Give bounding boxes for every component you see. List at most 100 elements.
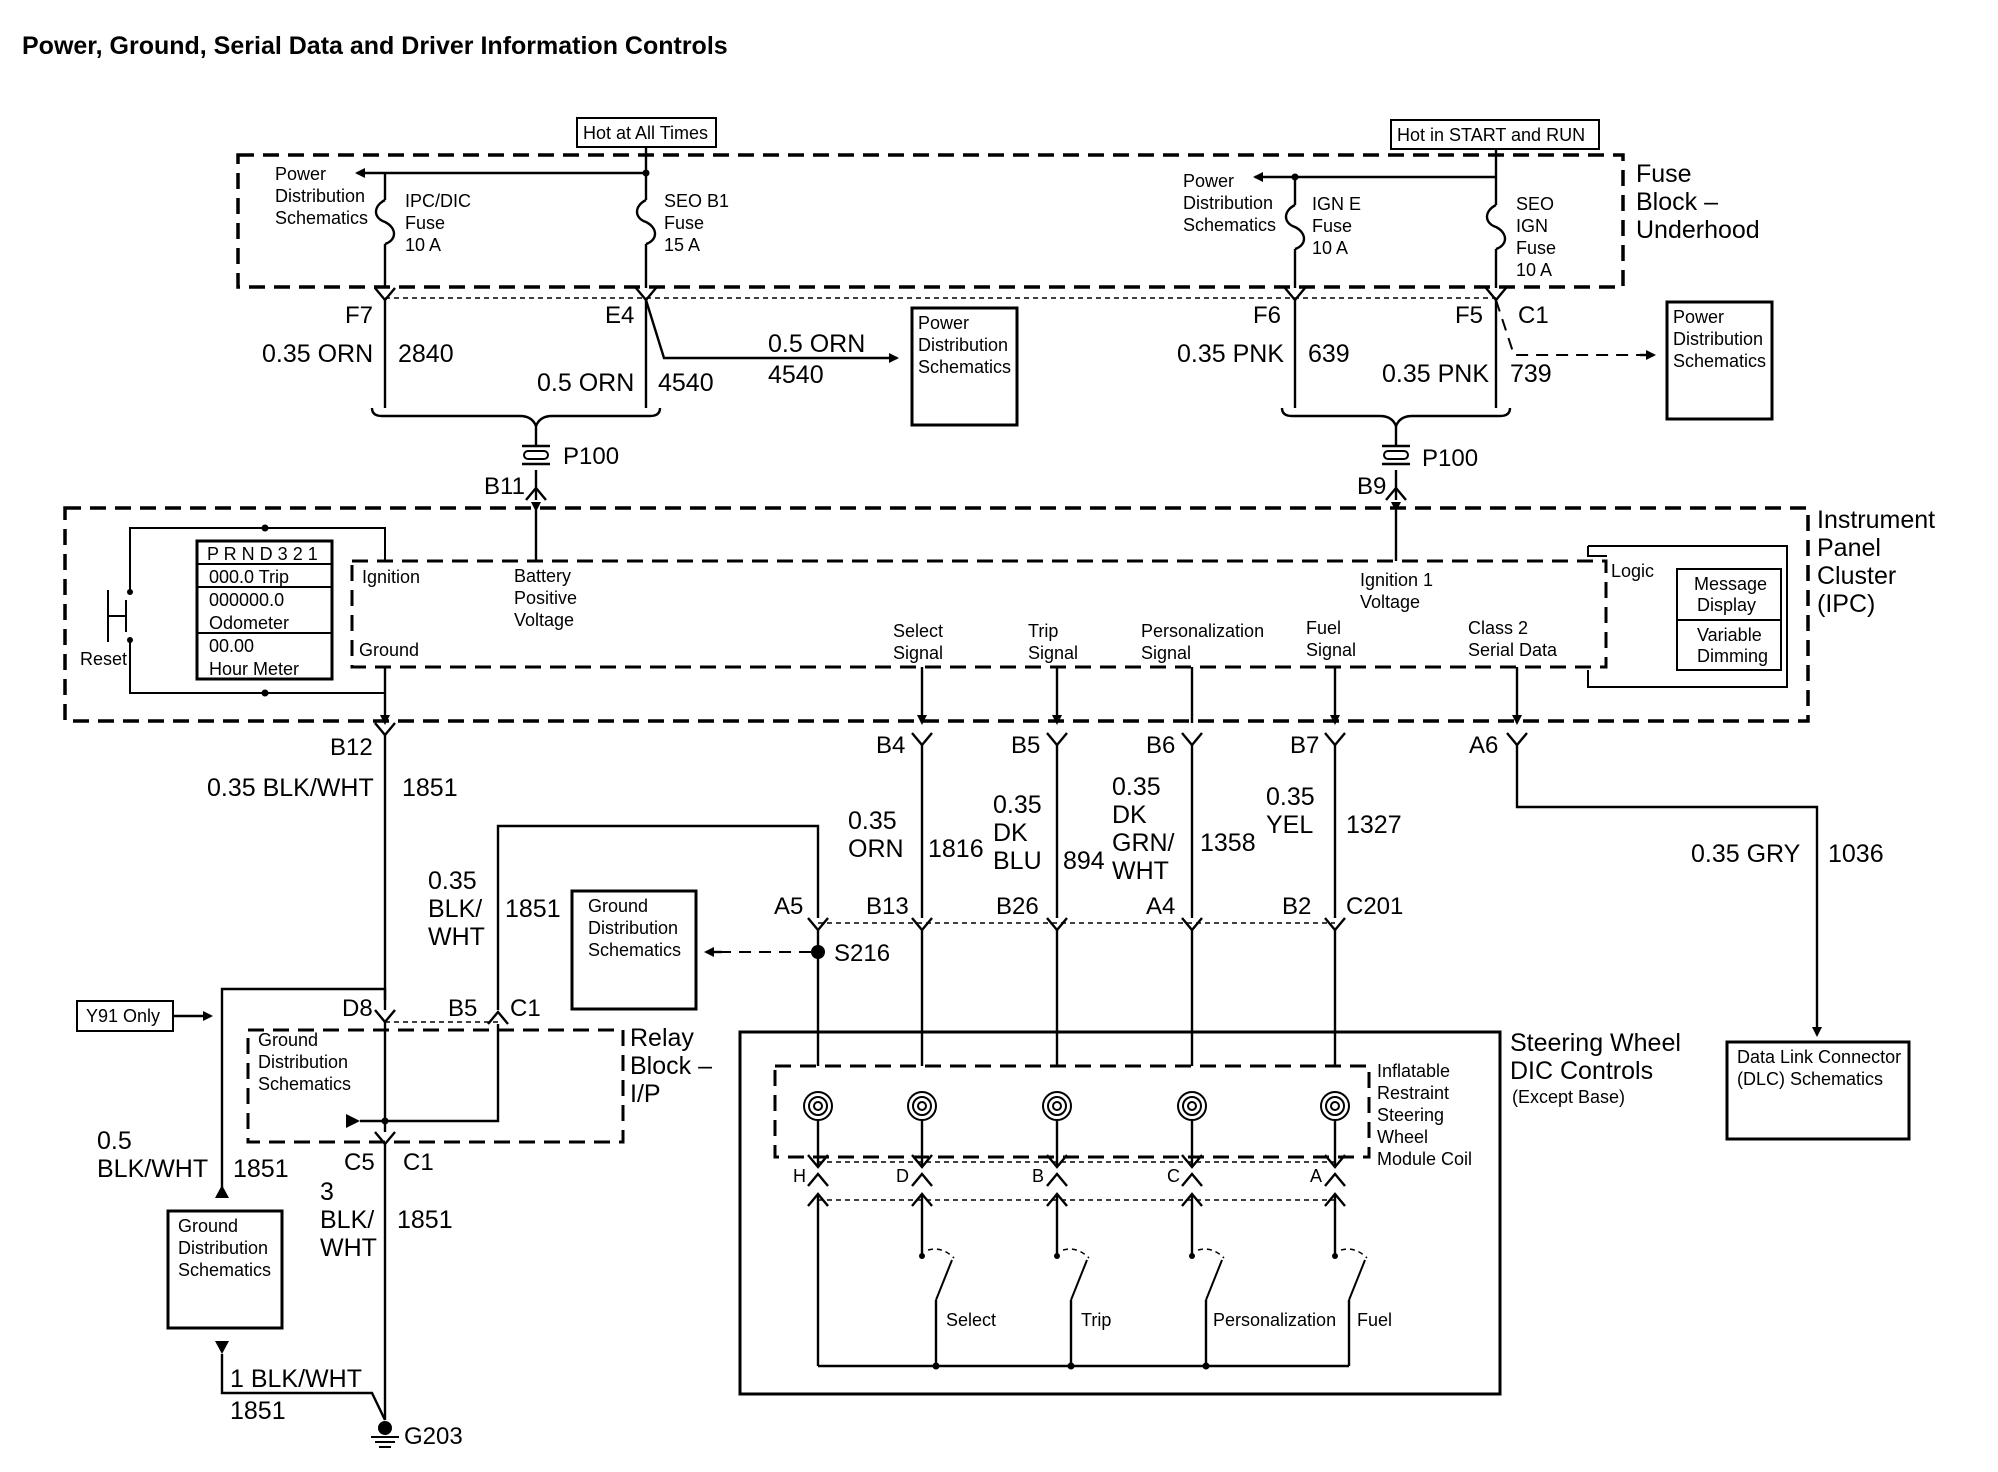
fuse-ign-e-3: 10 A [1312,238,1348,258]
wire-1851-left-circuit: 1851 [233,1155,289,1183]
pin-c1-low: C1 [403,1149,434,1176]
pin-d8: D8 [342,995,373,1022]
odometer-value: 000000.0 [209,590,284,610]
pin-b2: B2 [1282,893,1311,920]
battery-voltage-1: Battery [514,566,571,586]
coil-label-4: Wheel [1377,1127,1428,1147]
ground-g203-symbol [371,1421,399,1448]
coil-label-5: Module Coil [1377,1149,1472,1169]
p100-connector-right [1382,444,1410,466]
fuse-ipc-3: 10 A [405,235,441,255]
pin-c5: C5 [344,1149,375,1176]
p100-connector-left [522,444,550,466]
fuse-ign-e-2: Fuse [1312,216,1352,236]
pin-a: A [1310,1166,1322,1186]
fuse-seo-ign-2: IGN [1516,216,1548,236]
wire-1851-low-color-1: BLK/ [320,1206,374,1234]
pin-a6: A6 [1469,732,1498,759]
fuse-seo-b1-1: SEO B1 [664,191,729,211]
wire-1358-color-3: WHT [1112,857,1169,885]
trip-switch-label: Trip [1081,1310,1111,1330]
pin-b5-relay: B5 [448,995,477,1022]
wire-1851-mid-circuit: 1851 [505,895,561,923]
p100-label-right: P100 [1422,445,1478,472]
pds-box-mid-1: Power [918,313,969,333]
clockspring-coil-h [803,1091,833,1121]
gds-box-mid-3: Schematics [588,940,681,960]
gds-box-mid-1: Ground [588,896,648,916]
trip-readout: 000.0 Trip [209,567,289,587]
pds-box-right-3: Schematics [1673,351,1766,371]
prnd-label: P R N D 3 2 1 [207,544,318,564]
wire-4540-branch-circuit: 4540 [768,361,824,389]
pds-left-2: Distribution [275,186,365,206]
wire-4540-gauge: 0.5 ORN [537,369,634,397]
ign1-voltage-2: Voltage [1360,592,1420,612]
message-display-2: Display [1697,595,1756,615]
pin-c1-fuse: C1 [1518,302,1549,329]
pin-b26: B26 [996,893,1039,920]
pin-s216: S216 [834,940,890,967]
pin-h: H [793,1166,806,1186]
pds-box-mid-2: Distribution [918,335,1008,355]
s216-splice [811,945,825,959]
wire-894-color-2: BLU [993,847,1042,875]
select-signal-2: Signal [893,643,943,663]
logic-label: Logic [1611,561,1654,581]
wire-1816-circuit: 1816 [928,835,984,863]
wire-739-circuit: 739 [1510,360,1552,388]
wire-1327-gauge: 0.35 [1266,783,1315,811]
pin-g203: G203 [404,1423,463,1450]
wire-639-gauge: 0.35 PNK [1177,340,1284,368]
wire-1358-gauge: 0.35 [1112,773,1161,801]
wire-1358-color-2: GRN/ [1112,829,1175,857]
select-switch [919,1248,955,1366]
trip-signal-1: Trip [1028,621,1058,641]
wire-894-circuit: 894 [1063,847,1105,875]
ipc-label-4: (IPC) [1817,590,1875,618]
pin-c201: C201 [1346,893,1403,920]
pin-f6: F6 [1253,302,1281,329]
trip-signal-2: Signal [1028,643,1078,663]
personalization-signal-1: Personalization [1141,621,1264,641]
ignition-label: Ignition [362,567,420,587]
wire-2840-gauge: 0.35 ORN [262,340,373,368]
pin-f7: F7 [345,302,373,329]
message-display-1: Message [1694,574,1767,594]
pin-d: D [896,1166,909,1186]
relay-block-3: I/P [630,1080,661,1108]
pin-a4: A4 [1146,893,1175,920]
reset-button [107,590,127,642]
fuel-signal-2: Signal [1306,640,1356,660]
personalization-signal-2: Signal [1141,643,1191,663]
pin-b12: B12 [330,734,373,761]
trip-switch [1054,1248,1090,1366]
wire-1851-ground-circuit: 1851 [230,1397,286,1425]
wire-1036-circuit: 1036 [1828,840,1884,868]
pds-left-1: Power [275,164,326,184]
fuse-block-label-2: Block – [1636,188,1718,216]
wire-1327-circuit: 1327 [1346,811,1402,839]
dlc-label-1: Data Link Connector [1737,1047,1901,1067]
fuse-ipc-1: IPC/DIC [405,191,471,211]
class2-data-1: Class 2 [1468,618,1528,638]
pin-b13: B13 [866,893,909,920]
pin-b6: B6 [1146,732,1175,759]
personalization-switch [1189,1248,1225,1366]
wire-1816-gauge: 0.35 [848,807,897,835]
wire-1851-low-gauge: 3 [320,1178,334,1206]
pin-a5: A5 [774,893,803,920]
fuse-seo-ign-1: SEO [1516,194,1554,214]
fuse-seo-b1-3: 15 A [664,235,700,255]
wire-1036-gauge: 0.35 GRY [1691,840,1801,868]
pds-box-right-1: Power [1673,307,1724,327]
wire-1851-mid-gauge: 0.35 [428,867,477,895]
fuse-seo-ign-3: Fuse [1516,238,1556,258]
dlc-label-2: (DLC) Schematics [1737,1069,1883,1089]
wire-1358-circuit: 1358 [1200,829,1256,857]
pin-b9: B9 [1357,473,1386,500]
wire-1358-color-1: DK [1112,801,1147,829]
pds-box-right-2: Distribution [1673,329,1763,349]
wire-1816-color: ORN [848,835,904,863]
